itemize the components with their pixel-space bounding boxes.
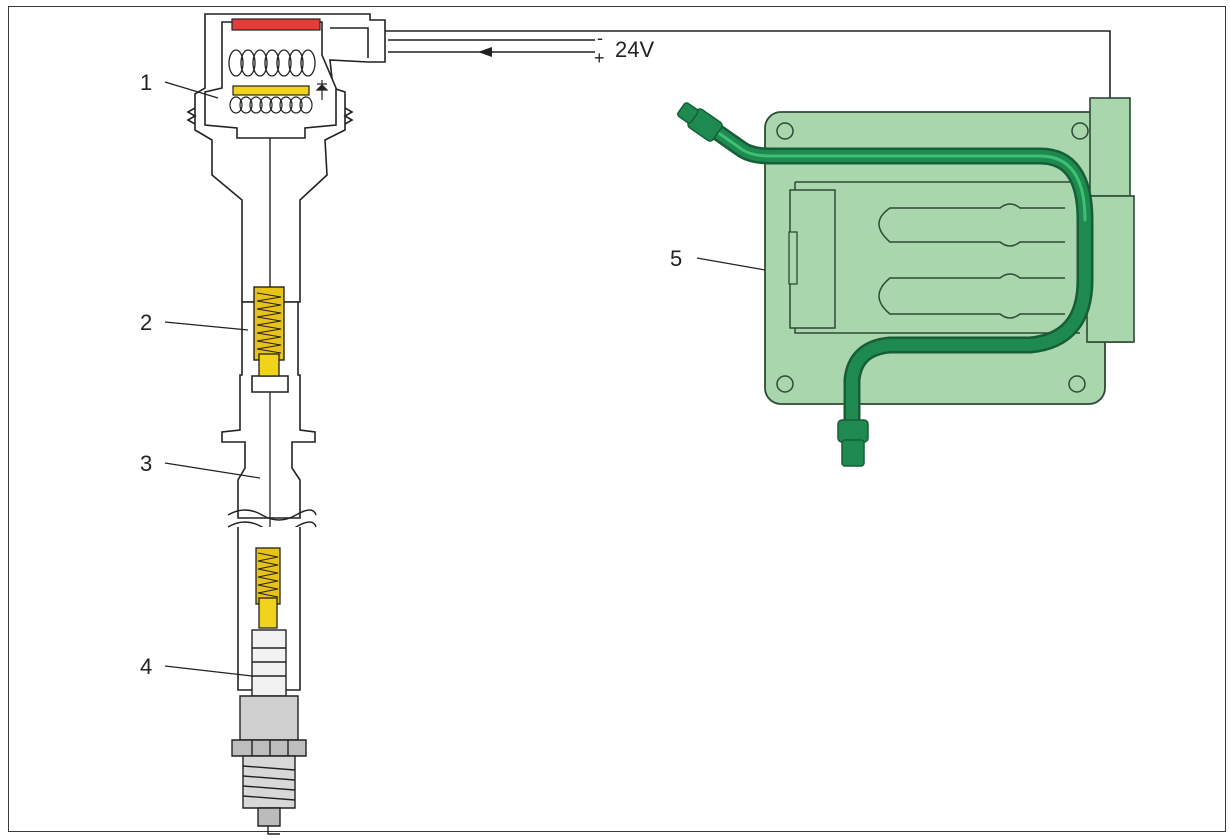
current-arrow — [478, 47, 492, 57]
spark-plug — [231, 629, 307, 835]
leader-3 — [164, 462, 261, 479]
callouts — [164, 81, 766, 677]
upper-spring — [256, 292, 282, 354]
pipe-end-lower — [841, 439, 865, 467]
mount-hole-br — [1068, 375, 1086, 393]
leader-2 — [164, 321, 249, 331]
secondary-winding — [229, 96, 313, 114]
lower-spring — [257, 552, 279, 598]
supply-plus: + — [594, 48, 605, 68]
pipe-highlight — [698, 118, 1087, 222]
control-module — [677, 97, 1135, 467]
pipe-fitting-upper — [677, 102, 723, 142]
pipe-fitting-lower — [837, 419, 869, 443]
ignition-coil — [186, 13, 386, 303]
diagram-frame — [8, 6, 1226, 832]
mount-hole-tr — [1071, 122, 1089, 140]
callout-4: 4 — [140, 654, 152, 679]
break-mark-upper — [227, 509, 317, 521]
supply-voltage: 24V — [615, 37, 654, 62]
supply-minus: - — [597, 28, 603, 48]
mount-hole-bl — [776, 375, 794, 393]
callout-5: 5 — [670, 246, 682, 271]
mount-hole-tl — [776, 122, 794, 140]
lower-contact — [258, 597, 278, 629]
primary-winding — [228, 49, 316, 77]
callout-3: 3 — [140, 451, 152, 476]
permanent-magnet — [231, 18, 321, 31]
iron-core — [232, 85, 310, 96]
connector-plug — [1086, 195, 1135, 343]
leader-1 — [164, 81, 219, 99]
terminal-lower — [878, 273, 1065, 319]
signal-wire — [385, 30, 1111, 98]
callout-1: 1 — [140, 70, 152, 95]
extension-housing — [221, 301, 316, 519]
callout-2: 2 — [140, 310, 152, 335]
upper-contact — [258, 353, 280, 377]
terminal-upper — [878, 203, 1065, 247]
diode-icon — [315, 80, 329, 100]
leader-5 — [696, 257, 766, 271]
supply-wires — [385, 30, 1111, 98]
leader-4 — [164, 665, 253, 677]
board-connector — [788, 231, 798, 285]
